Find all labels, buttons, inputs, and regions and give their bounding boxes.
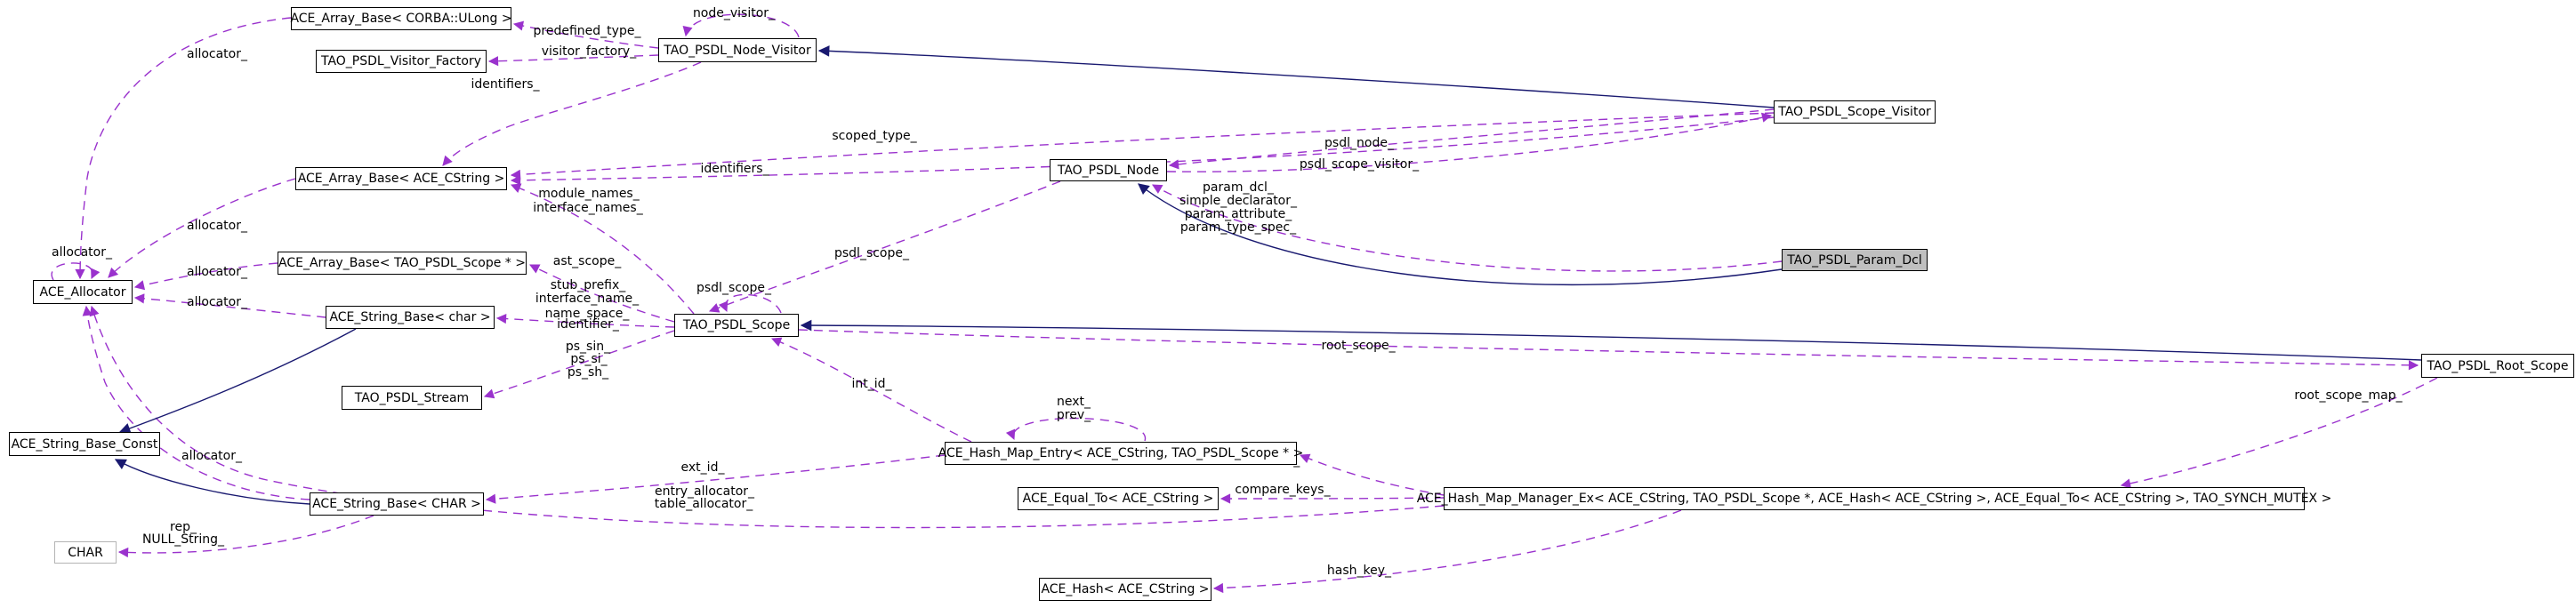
edge-label-interface-names: interface_names_: [533, 201, 643, 215]
edge-manager-to-equal-to: [1220, 493, 1445, 504]
class-node-ulong-array[interactable]: ACE_Array_Base< CORBA::ULong >: [290, 7, 512, 30]
edge-label-table-allocator: table_allocator_: [655, 497, 753, 511]
edge-label-identifiers: identifiers_: [700, 162, 769, 176]
edge-hash-map-entry-self-loop: [1005, 417, 1146, 442]
edge-scope-visitor-inherits-node-visitor: [817, 45, 1775, 108]
edge-scope-to-scope-array: [528, 264, 675, 323]
edge-CHAR-string-inherits-string-const: [114, 459, 310, 505]
edge-hash-map-entry-to-scope: [770, 337, 972, 443]
class-node-scope-visitor[interactable]: TAO_PSDL_Scope_Visitor: [1774, 100, 1936, 124]
edge-label-interface-name: interface_name_: [535, 292, 640, 306]
edge-label-predefined-type: predefined_type_: [534, 24, 642, 38]
edge-CHAR-string-to-allocator: [82, 305, 310, 500]
edge-label-ast-scope: ast_scope_: [553, 254, 622, 268]
edge-scope-visitor-to-cstring-array-scoped-type: [510, 112, 1775, 180]
edge-char-string-to-allocator: [133, 293, 326, 318]
edge-label-name-space: name_space_: [545, 307, 631, 321]
edge-hash-map-entry-to-CHAR-string: [485, 454, 946, 504]
edge-label-entry-allocator: entry_allocator_: [655, 484, 755, 499]
class-node-CHAR-string[interactable]: ACE_String_Base< CHAR >: [310, 492, 484, 516]
edge-label-next: next_: [1057, 395, 1091, 409]
edge-scope-array-to-allocator: [133, 262, 278, 291]
edge-label-allocator: allocator_: [181, 449, 243, 463]
edge-cstring-array-to-allocator: [108, 178, 296, 278]
edge-manager-to-hash: [1212, 509, 1682, 594]
edge-label-simple-declarator: simple_declarator_: [1179, 194, 1298, 208]
edge-label-ps-sh: ps_sh_: [568, 365, 609, 380]
class-node-hash-map-manager[interactable]: ACE_Hash_Map_Manager_Ex< ACE_CString, TA…: [1417, 487, 2331, 510]
class-node-allocator[interactable]: ACE_Allocator: [33, 280, 133, 304]
class-node-CHAR[interactable]: CHAR: [54, 541, 117, 564]
edge-scope-to-root-scope: [798, 329, 2419, 371]
edge-node-to-scope: [708, 180, 1061, 313]
class-node-param-dcl[interactable]: TAO_PSDL_Param_Dcl: [1782, 249, 1928, 271]
edge-label-module-names: module_names_: [538, 187, 640, 201]
edge-label-psdl-scope: psdl_scope_: [834, 246, 910, 260]
edge-label-allocator: allocator_: [187, 219, 248, 233]
edge-param-dcl-inherits-node: [1138, 183, 1783, 286]
edge-allocator-self-loop: [51, 262, 101, 281]
edge-label-allocator: allocator_: [187, 47, 248, 61]
edge-label-root-scope: root_scope_: [1321, 339, 1396, 353]
edge-label-prev: prev_: [1057, 408, 1091, 422]
class-node-char-string[interactable]: ACE_String_Base< char >: [326, 306, 495, 329]
edge-label-node-visitor: node_visitor_: [693, 6, 776, 20]
edge-label-allocator: allocator_: [52, 245, 113, 260]
class-node-root-scope[interactable]: TAO_PSDL_Root_Scope: [2421, 354, 2574, 378]
class-node-scope-array[interactable]: ACE_Array_Base< TAO_PSDL_Scope * >: [278, 252, 527, 275]
class-node-hash-map-entry[interactable]: ACE_Hash_Map_Entry< ACE_CString, TAO_PSD…: [938, 442, 1303, 465]
edge-label-visitor-factory: visitor_factory_: [542, 44, 637, 59]
class-node-scope[interactable]: TAO_PSDL_Scope: [674, 314, 799, 337]
edge-node-visitor-to-ulong-array: [512, 20, 659, 49]
edge-label-ps-si: ps_si_: [570, 352, 608, 366]
edge-CHAR-string-to-CHAR: [117, 515, 374, 558]
edge-label-allocator: allocator_: [187, 265, 248, 279]
edge-label-int-id: int_id_: [851, 377, 892, 391]
edge-manager-to-allocator: [89, 305, 1445, 529]
edge-label-identifier: identifier_: [557, 317, 620, 332]
edge-label-param-dcl: param_dcl_: [1203, 180, 1275, 195]
edge-label-hash-key: hash_key_: [1327, 564, 1392, 578]
class-node-node[interactable]: TAO_PSDL_Node: [1050, 159, 1167, 181]
edge-label-rep: rep_: [170, 520, 197, 534]
class-node-stream[interactable]: TAO_PSDL_Stream: [342, 386, 482, 410]
edge-manager-to-hash-map-entry: [1299, 453, 1445, 496]
edge-label-ps-sin: ps_sin_: [566, 340, 611, 354]
edge-label-NULL-String: NULL_String_: [142, 532, 225, 547]
edge-node-visitor-self-loop: [682, 13, 800, 38]
edge-node-to-scope-visitor: [1166, 112, 1773, 172]
class-node-cstring-array[interactable]: ACE_Array_Base< ACE_CString >: [295, 167, 507, 190]
class-node-equal-to[interactable]: ACE_Equal_To< ACE_CString >: [1018, 487, 1219, 510]
edge-root-scope-inherits-scope: [800, 319, 2422, 361]
edge-param-dcl-to-node-members: [1152, 184, 1783, 272]
edge-label-allocator: allocator_: [187, 295, 248, 309]
edge-label-psdl-node: psdl_node_: [1324, 136, 1395, 150]
edge-node-visitor-to-visitor-factory: [487, 54, 659, 67]
edge-label-param-type-spec: param_type_spec_: [1180, 220, 1297, 235]
edge-scope-self-loop: [718, 293, 782, 314]
edge-scope-visitor-to-node: [1168, 108, 1775, 170]
edge-root-scope-to-manager: [2120, 377, 2438, 489]
edge-label-root-scope-map: root_scope_map_: [2294, 388, 2403, 403]
edge-label-psdl-scope-visitor: psdl_scope_visitor_: [1300, 157, 1420, 172]
class-node-node-visitor[interactable]: TAO_PSDL_Node_Visitor: [658, 38, 817, 62]
class-node-hash[interactable]: ACE_Hash< ACE_CString >: [1039, 578, 1212, 601]
class-node-string-const[interactable]: ACE_String_Base_Const: [9, 432, 160, 456]
edge-label-param-attribute: param_attribute_: [1185, 207, 1293, 221]
edge-label-compare-keys: compare_keys_: [1235, 483, 1331, 497]
edge-label-ext-id: ext_id_: [681, 460, 726, 475]
edge-label-scoped-type: scoped_type_: [832, 129, 917, 143]
edge-char-string-inherits-string-const: [118, 328, 357, 434]
edge-label-psdl-scope: psdl_scope_: [696, 281, 772, 295]
edge-scope-to-cstring-array: [510, 183, 695, 315]
edge-label-identifiers: identifiers_: [471, 77, 540, 92]
edge-label-stub-prefix: stub_prefix_: [551, 278, 627, 292]
edge-node-visitor-to-cstring-array: [442, 61, 702, 166]
edge-ulong-array-to-allocator: [75, 17, 292, 280]
class-node-visitor-factory[interactable]: TAO_PSDL_Visitor_Factory: [316, 50, 487, 73]
edge-scope-to-char-string: [495, 313, 675, 328]
